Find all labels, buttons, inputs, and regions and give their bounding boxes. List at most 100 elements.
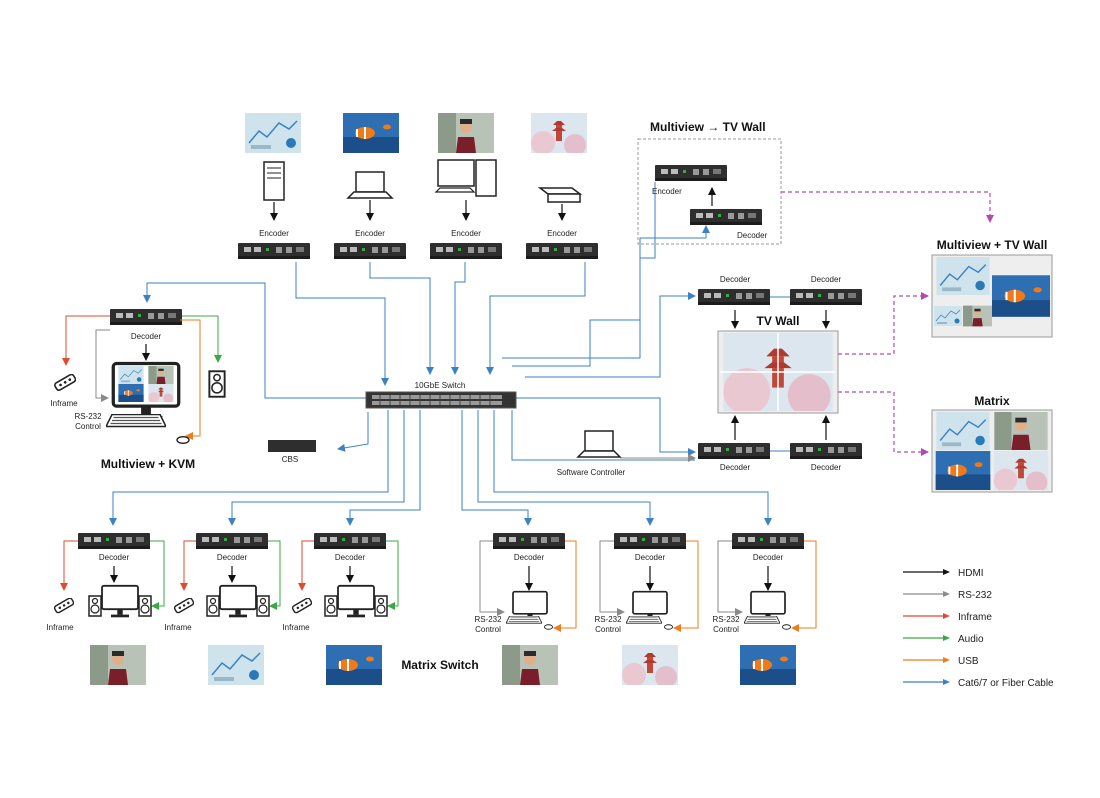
- matrix-group: Matrix: [931, 394, 1053, 493]
- tv-wall-title: TV Wall: [757, 314, 800, 328]
- keyboard-icon: [744, 616, 780, 624]
- legend-label: Audio: [958, 634, 984, 645]
- fish-thumbnail: [326, 645, 382, 685]
- legend-item: Inframe: [903, 612, 992, 623]
- bottom-right-devices: RS-232 Control RS-232 Control RS-232 Con…: [474, 590, 791, 634]
- encoder-box-icon: [655, 165, 727, 181]
- inframe-label: Inframe: [46, 623, 74, 632]
- mouse-icon: [782, 624, 791, 630]
- remote-icon: [172, 598, 194, 614]
- decoder-box-icon: [196, 533, 268, 549]
- pagoda-thumbnail: [993, 451, 1049, 490]
- rs232-label: Control: [75, 422, 101, 431]
- decoder-label: Decoder: [99, 553, 130, 562]
- fish-thumbnail: [740, 645, 796, 685]
- decoder-label: Decoder: [217, 553, 248, 562]
- software-controller: Software Controller: [557, 430, 696, 477]
- decoder-label: Decoder: [811, 275, 842, 284]
- decoder-box-icon: [698, 443, 770, 459]
- speaker-icon: [374, 595, 388, 617]
- encoder-box-icon: [334, 243, 406, 259]
- chart-thumbnail: [934, 305, 962, 327]
- pagoda-thumbnail: [622, 645, 678, 685]
- rs232-label: RS-232: [474, 615, 502, 624]
- mouse-icon: [544, 624, 553, 630]
- decoder-box-icon: [78, 533, 150, 549]
- bottom-left-stations: [60, 540, 399, 610]
- legend-arrowhead: [943, 613, 950, 619]
- decoder-label: Decoder: [635, 553, 666, 562]
- chart-thumbnail: [935, 412, 991, 450]
- legend-label: HDMI: [958, 568, 984, 579]
- multiview-tvwall-group: Multiview → TV Wall Encoder Decoder: [637, 120, 994, 245]
- rs232-label: Control: [595, 625, 621, 634]
- speaker-icon: [138, 595, 152, 617]
- decoder-label: Decoder: [720, 463, 751, 472]
- decoder-box-icon: [314, 533, 386, 549]
- encoder-label: Encoder: [652, 187, 682, 196]
- encoder-label: Encoder: [259, 229, 289, 238]
- decoder-box-icon: [790, 289, 862, 305]
- software-controller-label: Software Controller: [557, 468, 626, 477]
- fish-thumbnail: [934, 451, 992, 490]
- person-thumbnail: [438, 113, 494, 153]
- encoder-label: Encoder: [355, 229, 385, 238]
- person-thumbnail: [90, 645, 146, 685]
- encoder-label: Encoder: [451, 229, 481, 238]
- person-thumbnail: [994, 412, 1048, 450]
- remote-icon: [53, 374, 76, 392]
- inframe-label: Inframe: [164, 623, 192, 632]
- decoder-box-icon: [732, 533, 804, 549]
- source-thumbnails: [245, 113, 587, 153]
- decoder-label: Decoder: [335, 553, 366, 562]
- cbs-label: CBS: [282, 455, 298, 464]
- legend-item: RS-232: [903, 590, 992, 601]
- encoder-box-icon: [526, 243, 598, 259]
- rs232-label: RS-232: [74, 412, 102, 421]
- hdmi-source-links: [270, 200, 566, 221]
- remote-icon: [52, 598, 74, 614]
- keyboard-icon: [626, 616, 662, 624]
- speaker-icon: [256, 595, 270, 617]
- matrix-title: Matrix: [974, 394, 1010, 408]
- media-player-icon: [537, 187, 583, 203]
- laptop-icon: [576, 430, 622, 458]
- chart-thumbnail: [208, 645, 264, 685]
- decoder-box-icon: [690, 209, 762, 225]
- decoder-box-icon: [614, 533, 686, 549]
- legend-label: Cat6/7 or Fiber Cable: [958, 678, 1054, 689]
- bottom-right-stations: [479, 540, 817, 632]
- decoder-label: Decoder: [811, 463, 842, 472]
- rs232-label: Control: [475, 625, 501, 634]
- cbs-box-icon: [268, 440, 316, 452]
- bottom-left-devices: Inframe Inframe Inframe: [46, 584, 388, 632]
- multiview-plus-tvwall-title: Multiview + TV Wall: [937, 238, 1048, 252]
- encoder-box-icon: [430, 243, 502, 259]
- network-switch: 10GbE Switch: [365, 381, 517, 409]
- speaker-icon: [88, 595, 102, 617]
- keyboard-icon: [106, 414, 166, 428]
- decoder-label: Decoder: [753, 553, 784, 562]
- monitor-icon: [219, 584, 257, 619]
- rs232-label: Control: [713, 625, 739, 634]
- multiview-kvm-title: Multiview + KVM: [101, 457, 195, 471]
- decoder-label: Decoder: [514, 553, 545, 562]
- person-thumbnail: [502, 645, 558, 685]
- legend-label: RS-232: [958, 590, 992, 601]
- person-thumbnail: [963, 305, 992, 327]
- speaker-icon: [206, 595, 220, 617]
- monitor-icon: [337, 584, 375, 619]
- cat6-cables: [109, 182, 772, 526]
- matrix-switch-title: Matrix Switch: [401, 658, 478, 672]
- inframe-label: Inframe: [50, 399, 78, 408]
- multiview-kvm-group: Decoder Inframe RS-232 Control Multiview…: [50, 309, 226, 471]
- decoder-label: Decoder: [737, 231, 768, 240]
- legend-item: Audio: [903, 634, 984, 645]
- decoder-box-icon: [493, 533, 565, 549]
- pagoda-thumbnail: [148, 384, 174, 402]
- rs232-label: RS-232: [712, 615, 740, 624]
- pagoda-thumbnail: [531, 113, 587, 153]
- cbs-device: CBS: [268, 440, 316, 464]
- network-switch-icon: [365, 391, 517, 409]
